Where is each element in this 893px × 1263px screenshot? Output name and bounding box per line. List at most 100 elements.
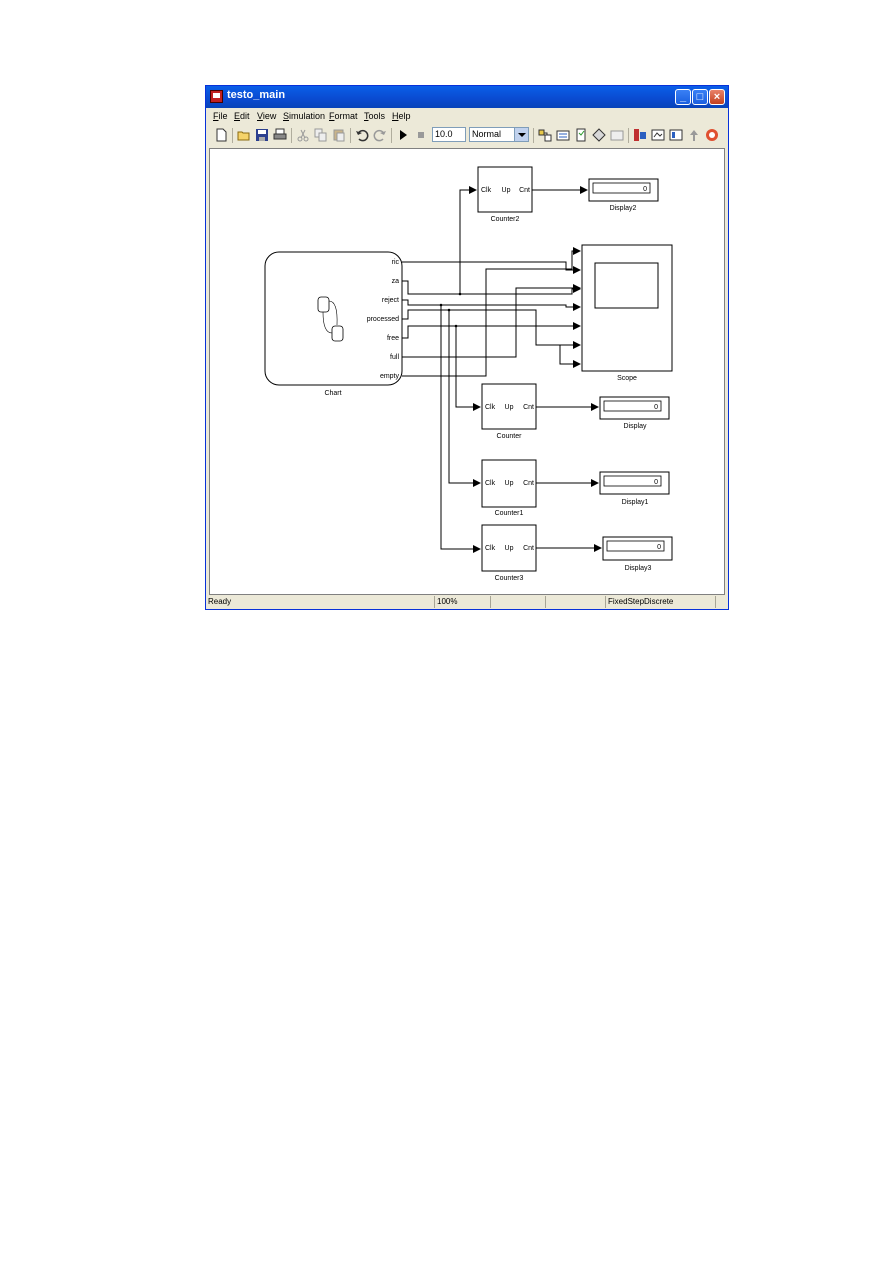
port-label: Up — [502, 187, 511, 194]
toolbar-separator — [232, 128, 233, 143]
signal-line-free-branch[interactable] — [455, 326, 481, 411]
update-diagram-icon[interactable] — [610, 128, 624, 142]
debug-icon[interactable] — [592, 128, 606, 142]
counter-label: Counter — [497, 433, 523, 440]
signal-line-ric[interactable] — [402, 261, 581, 274]
toolbar-separator — [391, 128, 392, 143]
port-label: Up — [505, 545, 514, 552]
chart-output-port-label: za — [392, 278, 400, 285]
simulink-app-icon — [210, 90, 223, 103]
counter3-block[interactable]: Clk Up Cnt Counter3 — [481, 524, 537, 582]
port-label: Up — [505, 404, 514, 411]
status-zoom: 100% — [434, 596, 490, 608]
paste-icon[interactable] — [332, 128, 346, 142]
transition-icon — [328, 300, 338, 326]
build-icon[interactable] — [556, 128, 570, 142]
minimize-button[interactable]: _ — [675, 89, 691, 105]
scope-block[interactable]: Scope — [581, 244, 673, 382]
copy-icon[interactable] — [314, 128, 328, 142]
menu-view[interactable]: View — [257, 111, 277, 121]
port-label: Cnt — [523, 480, 534, 487]
counter-label: Counter3 — [495, 575, 524, 582]
signal-line-reject[interactable] — [402, 299, 581, 311]
save-icon[interactable] — [255, 128, 269, 142]
scope-viewer-icon[interactable] — [651, 128, 665, 142]
display3-block[interactable]: 0 Display3 — [602, 536, 673, 572]
status-bar: Ready 100% FixedStepDiscrete — [206, 596, 728, 609]
play-icon[interactable] — [396, 128, 410, 142]
help-icon[interactable] — [705, 128, 719, 142]
port-label: Clk — [485, 404, 496, 411]
menu-help[interactable]: Help — [392, 111, 411, 121]
chart-output-port-label: processed — [367, 316, 399, 323]
signal-line-empty[interactable] — [402, 247, 581, 377]
display1-block[interactable]: 0 Display1 — [599, 471, 670, 506]
status-state: Ready — [208, 597, 232, 606]
chart-output-port-label: reject — [382, 297, 399, 304]
undo-icon[interactable] — [355, 128, 369, 142]
toolbar-separator — [291, 128, 292, 143]
go-to-parent-icon[interactable] — [687, 128, 701, 142]
chevron-down-icon[interactable] — [514, 128, 528, 141]
signal-line-free[interactable] — [402, 322, 581, 339]
display2-block[interactable]: 0 Display2 — [588, 178, 659, 212]
model-canvas[interactable]: Chart ric za reject processed free full … — [209, 148, 725, 595]
state-icon — [317, 296, 330, 313]
counter-label: Counter1 — [495, 510, 524, 517]
display-label: Display — [624, 423, 647, 430]
menu-format[interactable]: Format — [329, 111, 358, 121]
status-empty — [490, 596, 545, 608]
port-label: Up — [505, 480, 514, 487]
window-title: testo_main — [227, 89, 286, 101]
chart-block[interactable]: Chart ric za reject processed free full … — [264, 251, 403, 397]
print-icon[interactable] — [273, 128, 287, 142]
counter2-block[interactable]: Clk Up Cnt Counter2 — [477, 166, 533, 223]
chart-output-port-label: empty — [380, 373, 400, 380]
stop-time-input[interactable]: 10.0 — [432, 127, 466, 142]
display-block[interactable]: 0 Display — [599, 396, 670, 430]
toolbar-separator — [628, 128, 629, 143]
display-label: Display2 — [610, 205, 637, 212]
display-value: 0 — [643, 186, 647, 193]
branch-points — [439, 292, 462, 328]
redo-icon[interactable] — [373, 128, 387, 142]
toolbar: 10.0 Normal — [206, 125, 728, 147]
simulation-mode-select[interactable]: Normal — [469, 127, 529, 142]
simulation-mode-value: Normal — [472, 129, 502, 139]
model-browser-icon[interactable] — [633, 128, 647, 142]
signal-line-scope-in7[interactable] — [559, 345, 581, 368]
signal-line-processed-branch[interactable] — [448, 310, 481, 487]
scope-screen — [594, 262, 659, 309]
menu-file[interactable]: File — [213, 111, 228, 121]
resize-grip-icon[interactable] — [715, 596, 728, 608]
menu-bar: File Edit View Simulation Format Tools H… — [206, 108, 728, 125]
counter-block[interactable]: Clk Up Cnt Counter — [481, 383, 537, 440]
signal-line-processed[interactable] — [402, 309, 581, 349]
maximize-button[interactable]: □ — [692, 89, 708, 105]
display-label: Display3 — [625, 565, 652, 572]
display-label: Display1 — [622, 499, 649, 506]
close-button[interactable]: × — [709, 89, 725, 105]
display-value: 0 — [654, 479, 658, 486]
menu-tools[interactable]: Tools — [364, 111, 386, 121]
menu-edit[interactable]: Edit — [234, 111, 250, 121]
signal-line-za-branch[interactable] — [459, 186, 477, 294]
library-browser-icon[interactable] — [538, 128, 552, 142]
title-bar[interactable]: testo_main _ □ × — [206, 86, 728, 108]
stop-icon[interactable] — [414, 128, 428, 142]
menu-simulation[interactable]: Simulation — [283, 111, 326, 121]
scope-label: Scope — [617, 375, 637, 382]
display-value: 0 — [654, 404, 658, 411]
chart-output-port-label: full — [390, 354, 399, 361]
model-explorer-icon[interactable] — [574, 128, 588, 142]
signal-line-reject-branch[interactable] — [440, 305, 481, 553]
port-label: Clk — [481, 187, 492, 194]
port-label: Cnt — [519, 187, 530, 194]
counter1-block[interactable]: Clk Up Cnt Counter1 — [481, 459, 537, 517]
new-icon[interactable] — [214, 128, 228, 142]
cut-icon[interactable] — [296, 128, 310, 142]
signal-line-full[interactable] — [402, 284, 581, 358]
open-icon[interactable] — [237, 128, 251, 142]
properties-icon[interactable] — [669, 128, 683, 142]
port-label: Clk — [485, 480, 496, 487]
